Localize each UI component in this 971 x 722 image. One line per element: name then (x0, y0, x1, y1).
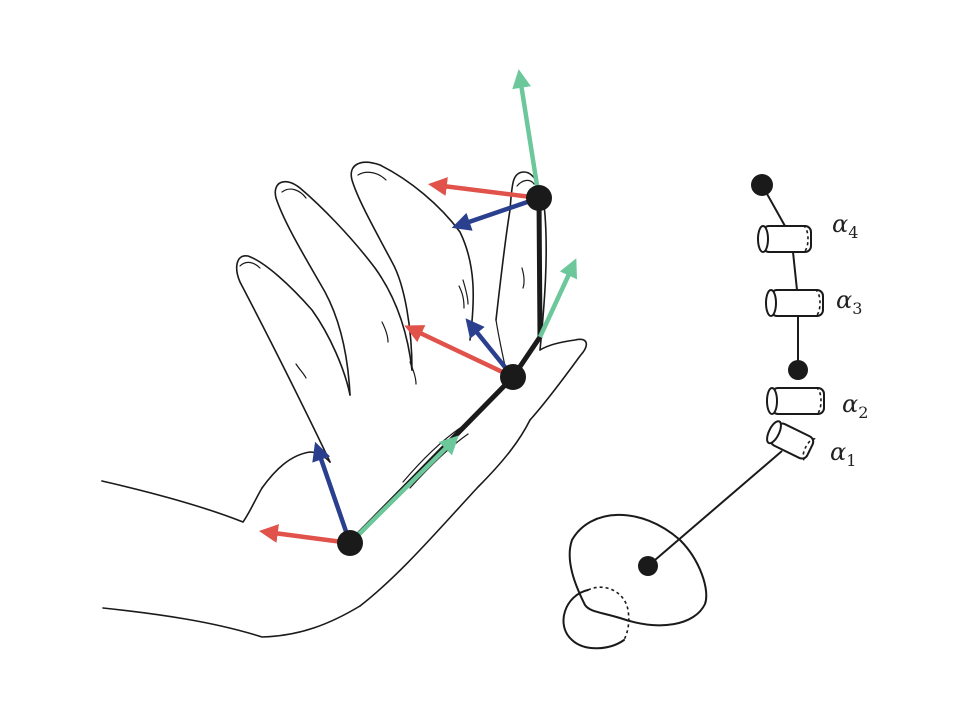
palm-lower-outline (359, 419, 531, 607)
frame-base-y-arrow (312, 441, 353, 544)
frame-tip (427, 69, 542, 231)
joint-tip (526, 185, 552, 211)
label-alpha1: α1 (830, 438, 856, 470)
joint-cylinder-alpha2 (766, 387, 825, 415)
label-alpha2: α2 (842, 390, 868, 422)
joint-cylinder-alpha3 (765, 289, 824, 317)
frame-middle-x-arrow (404, 325, 514, 380)
forearm-bottom-outline (102, 605, 361, 638)
joint-cylinder-alpha4 (757, 225, 812, 253)
base-cone (562, 513, 708, 650)
label-alpha4: α4 (832, 210, 858, 242)
joint-middle (500, 364, 526, 390)
joint-base (337, 530, 363, 556)
frame-middle-z-arrow (537, 258, 577, 338)
forearm-top-outline (101, 480, 263, 523)
little-finger-outline (235, 255, 351, 463)
base-joint (638, 556, 658, 576)
index-finger-outline (495, 171, 547, 351)
frame-tip-x-arrow (427, 177, 540, 201)
kinematic-model: α4 α3 α2 α1 (562, 174, 868, 650)
joint-middle-model (788, 360, 808, 380)
hand-sketch (101, 161, 588, 638)
frame-middle (404, 258, 577, 380)
thumb-outer-outline (529, 338, 588, 421)
end-effector-joint (751, 174, 773, 196)
ring-finger-outline (274, 180, 413, 396)
frame-base-z-arrow (348, 435, 459, 545)
label-alpha3: α3 (836, 286, 862, 318)
joint-cylinder-alpha1 (766, 420, 816, 462)
middle-finger-outline (350, 161, 475, 371)
frame-tip-z-arrow (512, 69, 542, 199)
